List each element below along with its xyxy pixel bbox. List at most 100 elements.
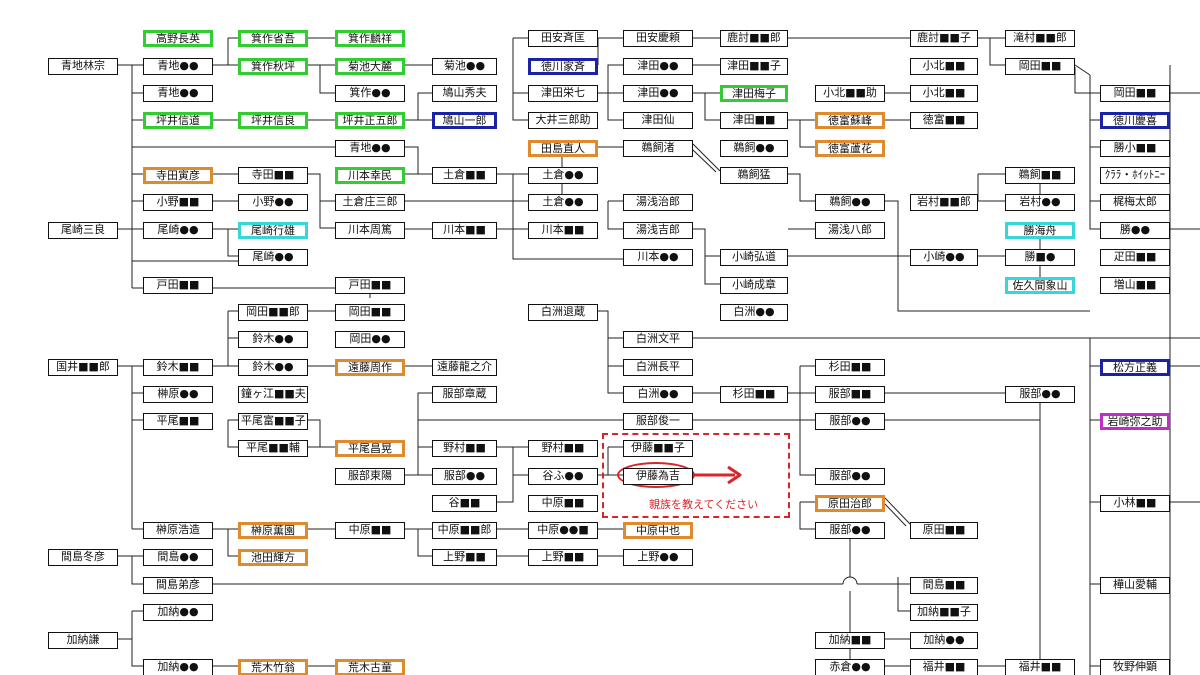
person-okada-3: 岡田●●: [335, 331, 405, 348]
person-ozaki-sanryo: 尾崎三良: [48, 222, 118, 239]
person-katsu-2: 勝●●: [1100, 222, 1170, 239]
person-iwamura-1: 岩村■■郎: [910, 194, 978, 211]
person-terada-torahiko: 寺田寅彦: [143, 167, 213, 184]
person-kikuchi-dairoku: 菊池大麓: [335, 58, 405, 75]
person-nomura-1: 野村■■: [432, 440, 497, 457]
connector: [692, 143, 721, 173]
person-kawamoto-1: 川本■■: [432, 222, 497, 239]
person-sugita-1: 杉田■■: [815, 359, 885, 376]
person-kano-1: 加納●●: [143, 604, 213, 621]
connector: [842, 576, 858, 585]
person-tokura-1: 土倉■■: [432, 167, 497, 184]
connector: [885, 577, 1005, 667]
person-fukui-2: 福井■■: [1005, 659, 1075, 675]
person-harada-jiro: 原田治郎: [815, 495, 885, 512]
person-nakahara-2: 中原■■: [335, 522, 405, 539]
person-toda-2: 戸田■■: [335, 277, 405, 294]
person-kikuchi-1: 菊池●●: [432, 58, 497, 75]
connector: [213, 528, 623, 557]
connector: [693, 64, 910, 148]
person-tsuda-4: 津田■■: [720, 112, 788, 129]
person-ozaki-2: 尾崎●●: [238, 249, 308, 266]
person-ukai-3: 鵜飼●●: [815, 194, 885, 211]
person-araki-kodo: 荒木古童: [335, 659, 405, 675]
person-hattori-3: 服部●●: [1005, 386, 1075, 403]
person-suzuki-3: 鈴木●●: [238, 359, 308, 376]
person-ikeda-terukata: 池田輝方: [238, 549, 308, 566]
person-tsuboi-shindo: 坪井信道: [143, 112, 213, 129]
person-suzuki-1: 鈴木●●: [238, 331, 308, 348]
person-ueno-2: 上野■■: [528, 549, 598, 566]
person-okada-4: 岡田■■: [1005, 58, 1075, 75]
question-target-ring: [617, 462, 695, 488]
person-tokugawa-yoshinobu: 徳川慶喜: [1100, 112, 1170, 129]
person-ozaki-1: 尾崎●●: [143, 222, 213, 239]
person-katsu-3: 勝■●: [1005, 249, 1075, 266]
person-oi-saburosuke: 大井三郎助: [528, 112, 598, 129]
question-highlight-box: [602, 433, 790, 518]
person-kawamoto-3: 川本●●: [623, 249, 693, 266]
person-tsuda-eishichi: 津田栄七: [528, 85, 598, 102]
person-kano-ken: 加納謙: [48, 632, 118, 649]
person-tsuda-2: 津田■■子: [720, 58, 788, 75]
person-tokura-3: 土倉●●: [528, 194, 598, 211]
person-yuasa-jiro: 湯浅治郎: [623, 194, 693, 211]
person-hattori-shunichi: 服部俊一: [623, 413, 693, 430]
person-ueno-1: 上野■■: [432, 549, 497, 566]
person-hirao-masaaki: 平尾昌晃: [335, 440, 405, 457]
person-okada-5: 岡田■■: [1100, 85, 1170, 102]
person-ukai-nagisa: 鵜飼渚: [623, 140, 693, 157]
person-taian-yoshiyori: 田安慶頼: [623, 30, 693, 47]
person-ozaki-yukio: 尾崎行雄: [238, 222, 308, 239]
person-kawamoto-2: 川本■■: [528, 222, 598, 239]
person-kano-5: 加納●●: [910, 632, 978, 649]
person-hattori-2: 服部■■: [815, 386, 885, 403]
person-hirao-2: 平尾富■■子: [238, 413, 308, 430]
person-majima-1: 間島●●: [143, 549, 213, 566]
connector: [598, 310, 788, 394]
person-tsuboi-shinryo: 坪井信良: [238, 112, 308, 129]
person-shirasu-taizo: 白洲退蔵: [528, 304, 598, 321]
person-ono-2: 小野●●: [238, 194, 308, 211]
person-tokutomi-1: 徳富■■: [910, 112, 978, 129]
person-sugita-2: 杉田■■: [720, 386, 788, 403]
person-harada-1: 原田■■: [910, 522, 978, 539]
person-hatoyama-hideo: 鳩山秀夫: [432, 85, 497, 102]
person-shirasu-chohei: 白洲長平: [623, 359, 693, 376]
connector: [607, 200, 1090, 312]
connector: [849, 400, 1041, 659]
person-joden-1: 疋田■■: [1100, 249, 1170, 266]
person-taian-nariatsu: 田安斉匡: [528, 30, 598, 47]
person-mitsukuri-shogo: 箕作省吾: [238, 30, 308, 47]
person-kozaki-1: 小崎●●: [910, 249, 978, 266]
person-yuasa-kichiro: 湯浅吉郎: [623, 222, 693, 239]
connector: [405, 392, 1040, 503]
person-kagatsuka-1: 鹿討■■郎: [720, 30, 788, 47]
person-shirasu-2: 白洲●●: [623, 386, 693, 403]
person-ukai-2: 鵜飼■■: [1005, 167, 1075, 184]
person-tajima-naoto: 田島直人: [528, 140, 598, 157]
person-hattori-toyo: 服部東陽: [335, 468, 405, 485]
person-mitsukuri-rinsho: 箕作麟祥: [335, 30, 405, 47]
person-aochi-rinso: 青地林宗: [48, 58, 118, 75]
connector: [227, 37, 432, 94]
person-hirao-1: 平尾■■: [143, 413, 213, 430]
person-tokura-shozaburo: 土倉庄三郎: [335, 194, 405, 211]
person-nomura-2: 野村■■: [528, 440, 598, 457]
person-mitsukuri-1: 箕作●●: [335, 85, 405, 102]
person-aochi-3: 青地●●: [335, 140, 405, 157]
connector: [693, 365, 1041, 476]
person-sakakibara-1: 榊原●●: [143, 386, 213, 403]
question-note: 親族を教えてください: [649, 498, 759, 511]
person-endo-shusaku: 遠藤周作: [335, 359, 405, 376]
person-akakura-1: 赤倉●●: [815, 659, 885, 675]
person-sakuma-shozan: 佐久間象山: [1005, 277, 1075, 294]
person-hattori-6: 服部●●: [815, 522, 885, 539]
person-takano-choei: 高野長英: [143, 30, 213, 47]
person-kano-4: 加納■■: [815, 632, 885, 649]
person-makino-nobuaki: 牧野伸顕: [1100, 659, 1170, 675]
connector: [788, 173, 1005, 257]
person-majima-yasuhiko: 間島弟彦: [143, 577, 213, 594]
